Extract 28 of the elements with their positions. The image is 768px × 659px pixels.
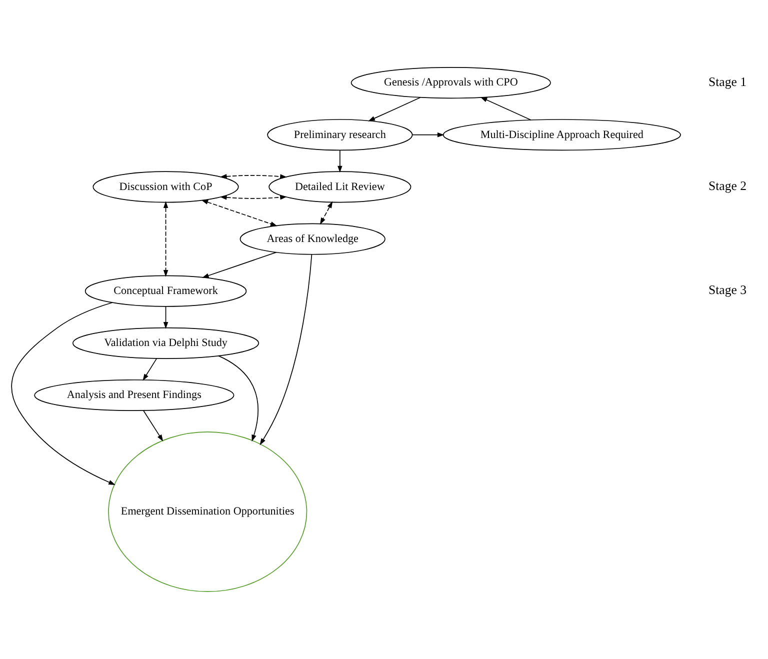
node-ellipse: Genesis /Approvals with CPO [350,66,551,99]
node-ellipse: Conceptual Framework [84,275,247,307]
node-ellipse: Multi-Discipline Approach Required [442,119,681,151]
label: Stage 3 [708,283,747,298]
label: Stage 2 [708,178,747,193]
node-ellipse: Detailed Lit Review [268,171,412,203]
node-ellipse: Analysis and Present Findings [34,379,234,412]
arrow [320,201,333,225]
arrow [220,194,287,200]
arrow [412,132,444,138]
arrow [202,252,277,278]
node-ellipse: Preliminary research [267,119,413,151]
arrow [338,150,342,173]
node-ellipse: Areas of Knowledge [240,223,386,255]
arrow [163,201,168,277]
arrow [368,97,421,122]
arrow [220,174,287,179]
arrow [143,410,164,442]
arrow [163,306,168,329]
node-ellipse: Validation via Delphi Study [72,327,260,359]
arrow [218,355,258,442]
arrow [480,97,532,120]
arrow [201,200,278,226]
label: Stage 1 [708,74,747,89]
arrow [260,254,312,446]
arrow [142,358,158,381]
node-ellipse: Discussion with CoP [92,171,239,203]
arrow [11,302,116,485]
